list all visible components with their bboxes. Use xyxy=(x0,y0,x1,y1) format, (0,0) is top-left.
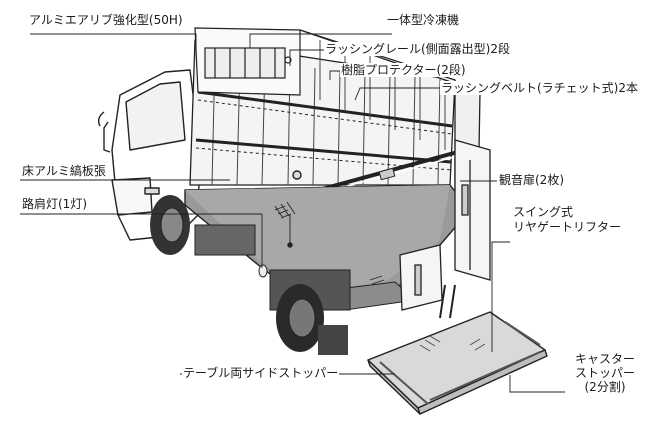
front-wheel xyxy=(150,195,190,255)
label-lifter-line1: スイング式 xyxy=(512,205,575,219)
label-caster-line3: (2分割) xyxy=(570,380,640,394)
leader-lines xyxy=(20,33,565,393)
label-caster-line1: キャスター xyxy=(570,352,640,366)
rear-wheel xyxy=(269,269,351,355)
refrigerator-unit xyxy=(194,27,301,96)
lift-gate xyxy=(367,284,548,415)
label-lashing-belt: ラッシングベルト(ラチェット式)2本 xyxy=(440,81,639,95)
rear-doors xyxy=(399,139,491,311)
chassis-frame xyxy=(194,224,268,278)
label-double-door: 観音扉(2枚) xyxy=(498,173,565,187)
label-resin-protector: 樹脂プロテクター(2段) xyxy=(340,63,467,77)
label-caster-line2: ストッパー xyxy=(570,366,640,380)
label-floor-plate: 床アルミ縞板張 xyxy=(21,164,107,178)
label-lashing-rail: ラッシングレール(側面露出型)2段 xyxy=(324,42,511,56)
label-aluminum-rib: アルミエアリブ強化型(50H) xyxy=(28,13,184,27)
label-table-stopper: テーブル両サイドストッパー xyxy=(182,366,340,380)
truck-cab xyxy=(97,69,201,241)
label-road-light: 路肩灯(1灯) xyxy=(21,197,88,211)
label-refrigerator: 一体型冷凍機 xyxy=(386,13,461,27)
label-lifter-line2: リヤゲートリフター xyxy=(512,220,623,234)
